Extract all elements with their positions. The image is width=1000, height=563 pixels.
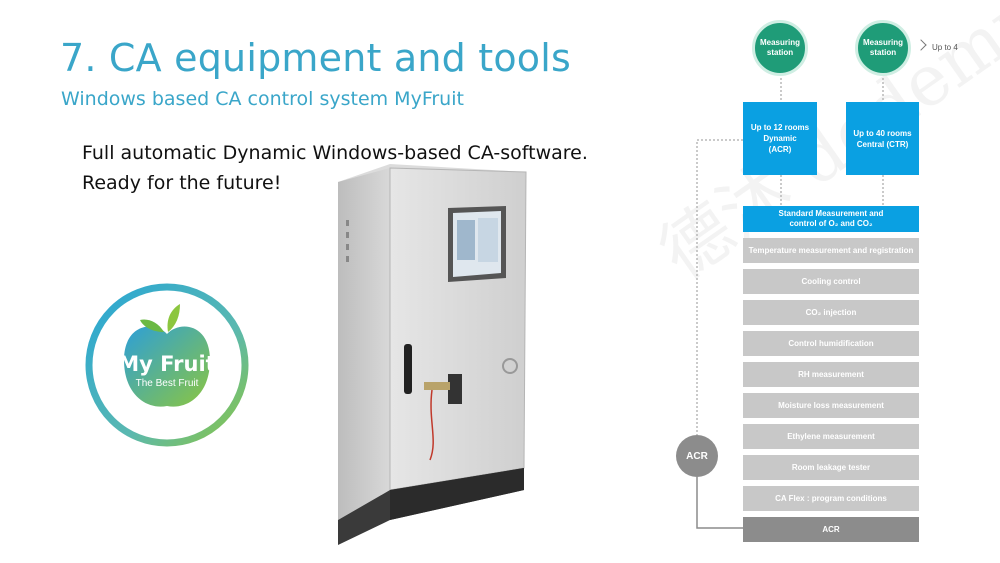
- module-row: Room leakage tester: [743, 455, 919, 480]
- controller-acr-line-1: Up to 12 rooms: [750, 123, 810, 132]
- standard-measurement-line-1: Standard Measurement and: [778, 209, 884, 218]
- module-row: Cooling control: [743, 269, 919, 294]
- ca-control-cabinet-image: [338, 164, 527, 545]
- module-row: CA Flex : program conditions: [743, 486, 919, 511]
- module-row: Control humidification: [743, 331, 919, 356]
- acr-circle: ACR: [676, 435, 718, 477]
- logo-tagline: The Best Fruit: [135, 378, 199, 389]
- module-row: RH measurement: [743, 362, 919, 387]
- up-to-label: Up to 4: [932, 43, 958, 52]
- acr-final-row: ACR: [743, 517, 919, 542]
- controller-ctr-line-2: Central (CTR): [856, 139, 909, 149]
- myfruit-logo: My Fruit The Best Fruit: [84, 282, 250, 448]
- apple-logo-icon: [85, 283, 249, 447]
- controller-acr-line-3: (ACR): [768, 145, 792, 154]
- measuring-station-1: Measuring station: [752, 20, 808, 76]
- standard-measurement-box: Standard Measurement and control of O₂ a…: [743, 206, 919, 232]
- slide-body: Full automatic Dynamic Windows-based CA-…: [82, 138, 588, 198]
- controller-acr-line-2: Dynamic: [763, 134, 797, 143]
- logo-name: My Fruit: [118, 352, 216, 376]
- body-line-1: Full automatic Dynamic Windows-based CA-…: [82, 142, 588, 164]
- slide-subtitle: Windows based CA control system MyFruit: [61, 88, 464, 110]
- controller-ctr-box: Up to 40 rooms Central (CTR): [846, 102, 919, 175]
- controller-ctr-line-1: Up to 40 rooms: [853, 128, 912, 138]
- module-row: Moisture loss measurement: [743, 393, 919, 418]
- controller-acr-box: Up to 12 rooms Dynamic (ACR): [743, 102, 817, 175]
- standard-measurement-line-2: control of O₂ and CO₂: [789, 219, 873, 228]
- module-row: CO₂ injection: [743, 300, 919, 325]
- body-line-2: Ready for the future!: [82, 172, 282, 194]
- module-row: Temperature measurement and registration: [743, 238, 919, 263]
- chevron-right-icon: [915, 39, 927, 51]
- measuring-station-2: Measuring station: [855, 20, 911, 76]
- module-row: Ethylene measurement: [743, 424, 919, 449]
- slide-title: 7. CA equipment and tools: [60, 36, 571, 80]
